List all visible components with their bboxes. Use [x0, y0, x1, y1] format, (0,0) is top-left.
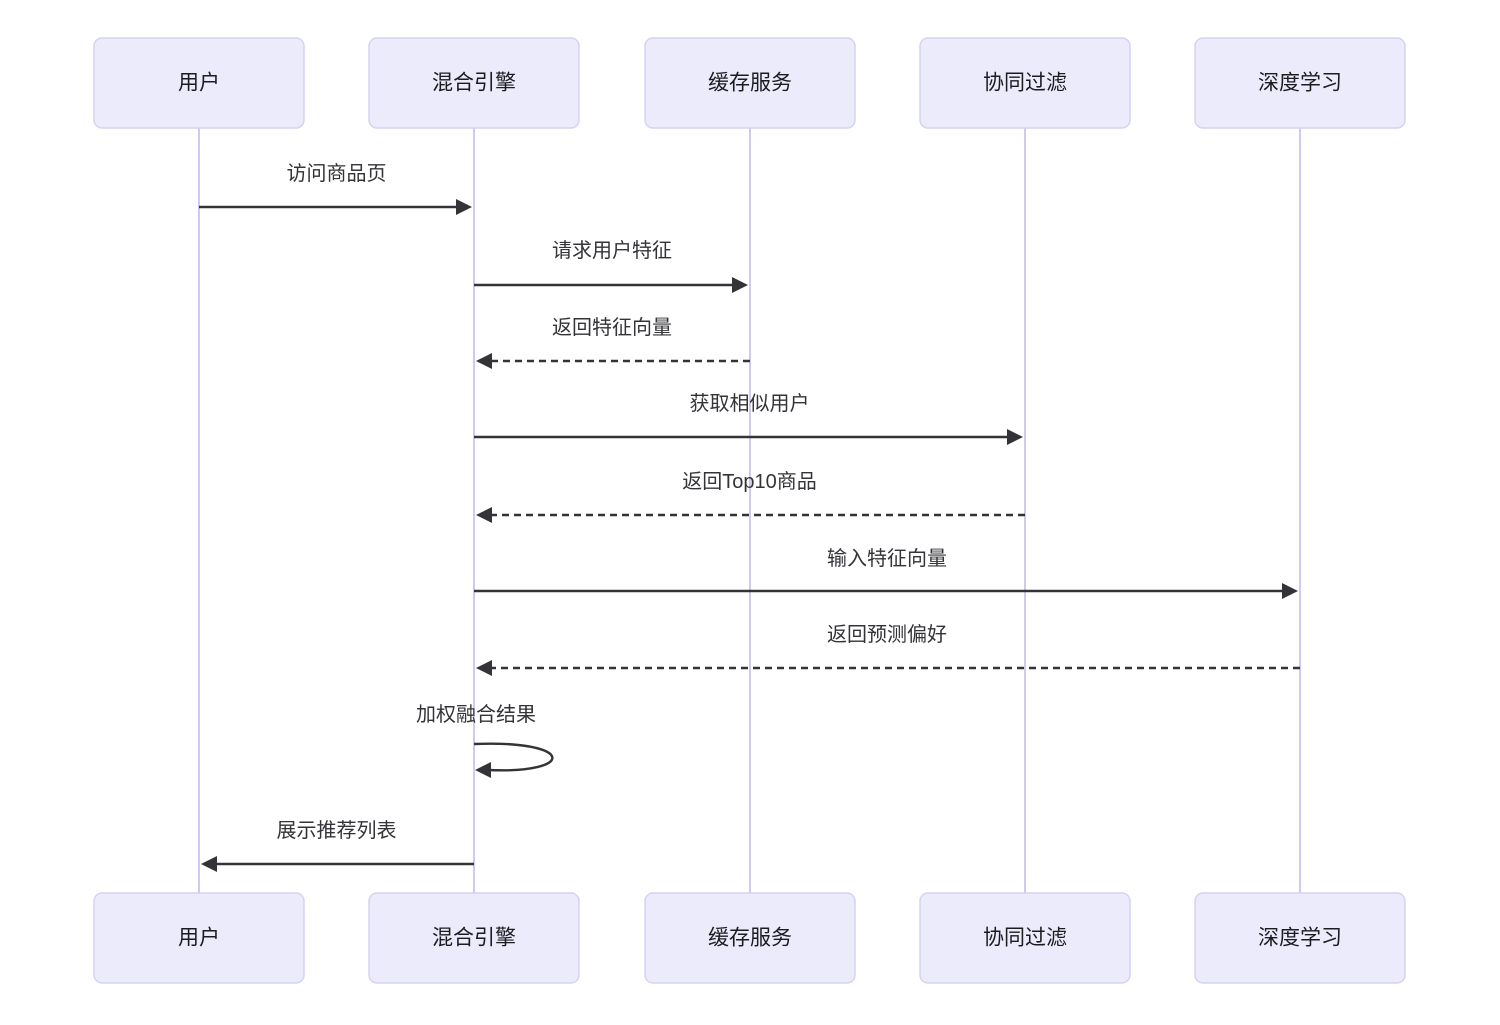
- message-2[interactable]: 请求用户特征: [474, 239, 748, 293]
- message-8[interactable]: 加权融合结果: [416, 703, 554, 778]
- message-5[interactable]: 返回Top10商品: [476, 470, 1025, 523]
- participant-label-deep-learning: 深度学习: [1258, 72, 1342, 95]
- participant-box-cache-service[interactable]: [644, 892, 856, 984]
- participant-label-hybrid-engine: 混合引擎: [432, 927, 516, 950]
- participant-label-collaborative-filtering: 协同过滤: [983, 72, 1067, 95]
- lifelines-group: [198, 128, 1301, 893]
- message-arrowhead-9: [201, 856, 217, 872]
- message-7[interactable]: 返回预测偏好: [476, 623, 1300, 676]
- message-arrowhead-4: [1007, 429, 1023, 445]
- message-label-9: 展示推荐列表: [277, 819, 397, 842]
- message-arrowhead-8: [475, 762, 491, 778]
- message-label-1: 访问商品页: [287, 162, 387, 185]
- message-3[interactable]: 返回特征向量: [476, 316, 750, 369]
- message-label-3: 返回特征向量: [552, 316, 672, 339]
- participant-box-deep-learning[interactable]: [1194, 892, 1406, 984]
- message-label-7: 返回预测偏好: [827, 623, 947, 646]
- message-9[interactable]: 展示推荐列表: [201, 819, 474, 872]
- message-arrowhead-5: [476, 507, 492, 523]
- participant-boxes-bottom: 用户 混合引擎 缓存服务 协同过滤 深度学习: [93, 892, 1406, 984]
- participant-box-collaborative-filtering[interactable]: [919, 892, 1131, 984]
- participant-user-bottom[interactable]: 用户: [93, 892, 305, 984]
- participant-label-hybrid-engine: 混合引擎: [432, 72, 516, 95]
- message-1[interactable]: 访问商品页: [199, 162, 472, 215]
- message-label-8: 加权融合结果: [416, 703, 536, 726]
- participant-label-user: 用户: [178, 927, 220, 950]
- message-label-2: 请求用户特征: [552, 239, 672, 262]
- participant-deep-learning-top[interactable]: 深度学习: [1194, 37, 1406, 129]
- participant-deep-learning-bottom[interactable]: 深度学习: [1194, 892, 1406, 984]
- message-label-5: 返回Top10商品: [682, 470, 817, 493]
- participant-collaborative-filtering-bottom[interactable]: 协同过滤: [919, 892, 1131, 984]
- participant-collaborative-filtering-top[interactable]: 协同过滤: [919, 37, 1131, 129]
- message-arrowhead-3: [476, 353, 492, 369]
- participant-cache-service-bottom[interactable]: 缓存服务: [644, 892, 856, 984]
- message-4[interactable]: 获取相似用户: [474, 392, 1023, 445]
- participant-label-deep-learning: 深度学习: [1258, 927, 1342, 950]
- message-arrowhead-7: [476, 660, 492, 676]
- messages-group: 访问商品页请求用户特征返回特征向量获取相似用户返回Top10商品输入特征向量返回…: [199, 162, 1300, 872]
- participant-user-top[interactable]: 用户: [93, 37, 305, 129]
- message-arrowhead-6: [1282, 583, 1298, 599]
- message-arrowhead-2: [732, 277, 748, 293]
- participant-box-cache-service[interactable]: [644, 37, 856, 129]
- participant-box-hybrid-engine[interactable]: [368, 892, 580, 984]
- participant-label-collaborative-filtering: 协同过滤: [983, 927, 1067, 950]
- participant-box-hybrid-engine[interactable]: [368, 37, 580, 129]
- participant-hybrid-engine-bottom[interactable]: 混合引擎: [368, 892, 580, 984]
- participant-box-collaborative-filtering[interactable]: [919, 37, 1131, 129]
- participant-box-user[interactable]: [93, 37, 305, 129]
- participant-box-deep-learning[interactable]: [1194, 37, 1406, 129]
- participant-label-cache-service: 缓存服务: [708, 927, 792, 950]
- message-arrowhead-1: [456, 199, 472, 215]
- message-6[interactable]: 输入特征向量: [474, 547, 1298, 599]
- message-label-6: 输入特征向量: [827, 547, 947, 570]
- participant-label-cache-service: 缓存服务: [708, 72, 792, 95]
- participant-label-user: 用户: [178, 72, 220, 95]
- participant-boxes-top: 用户 混合引擎 缓存服务 协同过滤 深度学习: [93, 37, 1406, 129]
- message-line-8: [473, 742, 554, 772]
- participant-cache-service-top[interactable]: 缓存服务: [644, 37, 856, 129]
- participant-box-user[interactable]: [93, 892, 305, 984]
- participant-hybrid-engine-top[interactable]: 混合引擎: [368, 37, 580, 129]
- message-label-4: 获取相似用户: [690, 392, 810, 415]
